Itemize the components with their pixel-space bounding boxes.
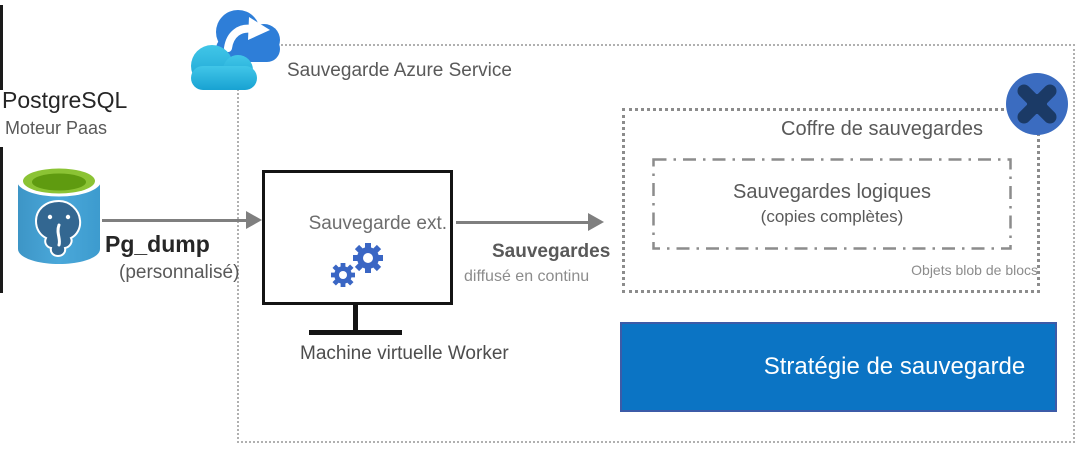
pgdump-arrow-line [102,219,248,222]
stream-arrow-head [588,213,604,231]
postgresql-title: PostgreSQL [2,87,128,113]
azure-service-label: Sauvegarde Azure Service [287,60,512,81]
front-cloud [191,45,257,90]
backup-vault-box [622,108,1040,293]
backup-ext-label: Sauvegarde ext. [308,213,447,234]
azure-backup-cloud-icon [191,10,280,90]
postgresql-subtitle: Moteur Paas [5,118,108,138]
pgdump-label: Pg_dump [105,231,210,257]
pgdump-arrow-head [246,211,262,229]
worker-vm-caption: Machine virtuelle Worker [300,343,509,364]
elephant-logo [34,199,82,258]
gears-icon [330,243,383,288]
logical-backups-subtitle: (copies complètes) [760,207,904,226]
stream-label: Sauvegardes [492,241,611,262]
logical-backups-box [652,158,1012,250]
backup-policy-label: Stratégie de sauvegarde [763,353,1026,380]
left-edge-line-top [0,5,3,90]
monitor-stand-post [353,305,358,333]
backup-policy-box: Stratégie de sauvegarde [620,322,1057,412]
azure-backup-service-boundary [237,44,1075,443]
stream-arrow-line [456,221,590,224]
postgresql-database-icon [17,165,101,264]
sync-arrow [224,17,270,52]
pgdump-sublabel: (personnalisé) [119,262,240,283]
left-edge-line-bottom [0,147,3,293]
vault-title: Coffre de sauvegardes [781,118,983,140]
block-blob-footnote: Objets blob de blocs [911,262,1038,278]
stream-sublabel: diffusé en continu [464,268,590,285]
logical-backups-title: Sauvegardes logiques [733,181,931,203]
backup-ext-box: Sauvegarde ext. [262,170,453,305]
backup-vault-icon [1006,73,1068,135]
monitor-stand-base [309,330,402,335]
logical-backups-content: Sauvegardes logiques (copies complètes) [652,158,1012,250]
